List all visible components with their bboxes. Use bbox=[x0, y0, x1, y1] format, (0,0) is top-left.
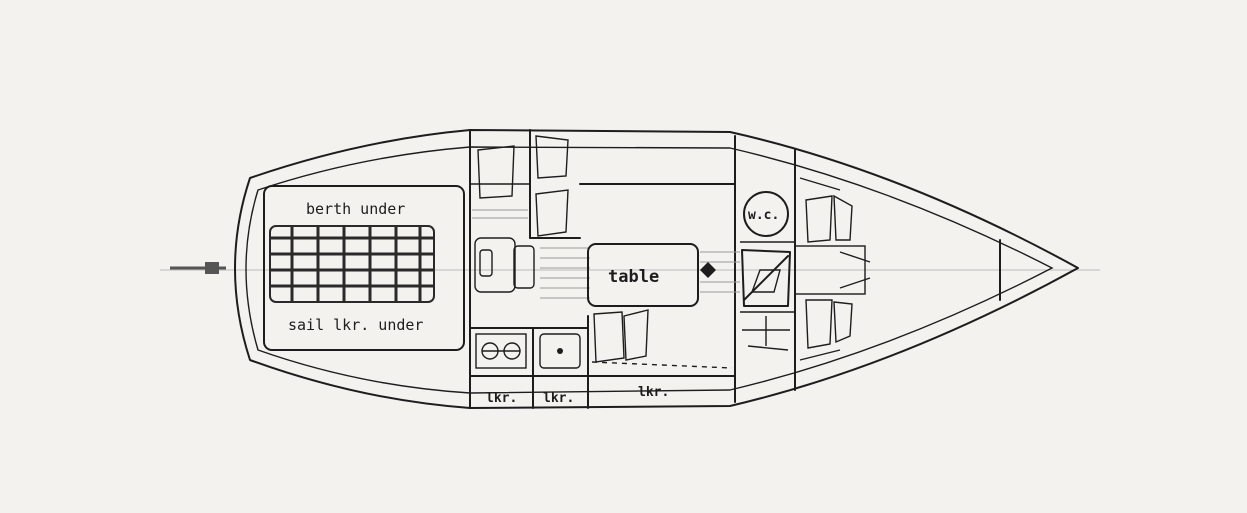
table bbox=[587, 243, 699, 307]
cockpit-grating bbox=[269, 225, 435, 303]
stove-icon bbox=[475, 333, 527, 369]
berth-label: berth under bbox=[306, 200, 405, 218]
sail-locker-label: sail lkr. under bbox=[288, 316, 423, 334]
sink-icon bbox=[539, 333, 581, 369]
hanging-locker bbox=[742, 316, 790, 351]
cushions-vberth bbox=[805, 194, 853, 349]
mast-mark bbox=[700, 262, 716, 278]
settee-port bbox=[591, 361, 733, 369]
cabin-sole bbox=[472, 209, 740, 299]
vberth-outline bbox=[799, 177, 841, 191]
stern-fitting bbox=[170, 262, 226, 274]
door-passage bbox=[741, 249, 791, 307]
hull-outline bbox=[234, 129, 1079, 409]
cushions-bottom bbox=[593, 309, 649, 363]
vberth-mid bbox=[794, 245, 866, 295]
cushions-top bbox=[477, 135, 569, 237]
wc-icon bbox=[743, 191, 789, 237]
deck-line bbox=[245, 146, 1054, 394]
locker-label-1: lkr. bbox=[486, 391, 517, 406]
locker-label-3: lkr. bbox=[638, 385, 669, 400]
cockpit bbox=[263, 185, 465, 351]
locker-label-2: lkr. bbox=[543, 391, 574, 406]
table-label: table bbox=[608, 267, 659, 287]
wc-label: w.c. bbox=[748, 208, 779, 223]
companionway bbox=[474, 237, 535, 293]
